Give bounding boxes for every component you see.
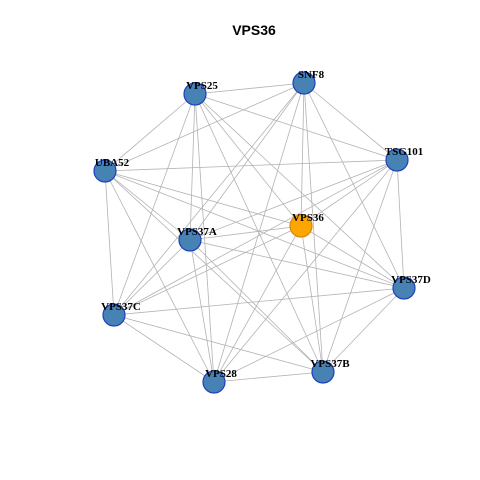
edge-vps36-vps37a [189,225,302,241]
edge-snf8-vps36 [300,82,305,227]
node-label-vps37a: VPS37A [177,226,217,238]
edge-tsg101-vps37c [113,159,398,316]
edge-uba52-vps28 [104,170,215,383]
edge-vps37a-vps37c [113,239,191,316]
edge-tsg101-vps37d [396,159,405,289]
edge-vps28-vps37b [213,371,324,383]
edge-snf8-vps37a [189,82,305,241]
edge-snf8-uba52 [104,82,305,172]
edge-vps25-uba52 [104,93,196,172]
node-label-vps37c: VPS37C [101,301,141,313]
edge-snf8-tsg101 [303,82,398,161]
node-label-snf8: SNF8 [298,69,325,81]
node-label-vps37b: VPS37B [310,358,350,370]
node-snf8 [292,71,316,95]
edge-vps37d-vps28 [213,287,405,383]
edge-tsg101-vps28 [213,159,398,383]
node-uba52 [93,159,117,183]
edge-uba52-vps37b [104,170,324,373]
edge-uba52-vps37d [104,170,405,289]
edge-snf8-vps28 [213,82,305,383]
node-label-uba52: UBA52 [95,157,130,169]
edge-vps36-vps37c [113,225,302,316]
edge-vps25-snf8 [194,82,305,95]
node-label-vps37d: VPS37D [391,274,431,286]
edge-vps25-tsg101 [194,93,398,161]
edge-vps37c-vps28 [113,314,215,383]
edge-snf8-vps37d [303,82,405,289]
edge-vps37d-vps37c [113,287,405,316]
node-tsg101 [385,148,409,172]
node-label-vps28: VPS28 [205,368,237,380]
node-label-vps25: VPS25 [186,80,218,92]
edge-vps37d-vps37b [322,287,405,373]
edge-tsg101-vps37b [322,159,398,373]
edge-uba52-vps37c [104,170,115,316]
edge-vps37a-vps28 [189,239,215,383]
edge-vps25-vps37c [113,93,196,316]
diagram-title: VPS36 [232,22,276,38]
node-vps37a [178,228,202,252]
edge-vps36-vps37b [300,225,324,373]
edge-tsg101-vps36 [300,159,398,227]
edge-snf8-vps37c [113,82,305,316]
node-vps28 [202,370,226,394]
edge-snf8-vps37b [303,82,324,373]
edge-vps37a-vps37b [189,239,324,373]
edge-vps25-vps37d [194,93,405,289]
edge-uba52-tsg101 [104,159,398,172]
node-vps37b [311,360,335,384]
edge-vps37a-vps37d [189,239,405,289]
edge-uba52-vps36 [104,170,302,227]
node-label-vps36: VPS36 [292,212,324,224]
edge-vps36-vps37d [300,225,405,289]
edge-vps37c-vps37b [113,314,324,373]
edge-tsg101-vps37a [189,159,398,241]
edges-layer [104,82,405,383]
node-vps25 [183,82,207,106]
edge-vps36-vps28 [213,225,302,383]
node-vps37c [102,303,126,327]
node-vps36 [289,214,313,238]
edge-vps25-vps37a [189,93,196,241]
edge-uba52-vps37a [104,170,191,241]
node-label-tsg101: TSG101 [385,146,424,158]
node-vps37d [392,276,416,300]
